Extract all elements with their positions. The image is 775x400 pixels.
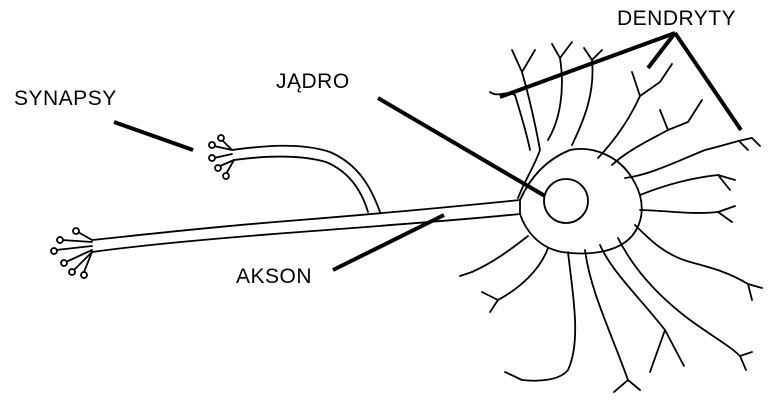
dendrites-leader-line-3 [673, 31, 743, 132]
nucleus-leader-line [376, 96, 547, 198]
dendrite-branches [459, 41, 763, 393]
dendrites-label: DENDRYTY [617, 7, 737, 30]
synapses-leader-line [113, 120, 194, 152]
nucleus [543, 178, 589, 224]
soma [519, 148, 643, 255]
nucleus-label: JĄDRO [276, 70, 350, 93]
axon [91, 199, 521, 253]
synapse-cluster-lower [50, 227, 93, 279]
synapse-cluster-upper [208, 134, 235, 180]
axon-leader-line [332, 213, 445, 272]
axon-label: AKSON [236, 265, 313, 288]
dendrites-leader-line-2 [646, 31, 677, 70]
synapses-label: SYNAPSY [14, 87, 117, 110]
dendrites-leader-line-1 [499, 31, 676, 99]
axon-collateral [231, 144, 381, 213]
cell-body-outline [471, 57, 753, 382]
